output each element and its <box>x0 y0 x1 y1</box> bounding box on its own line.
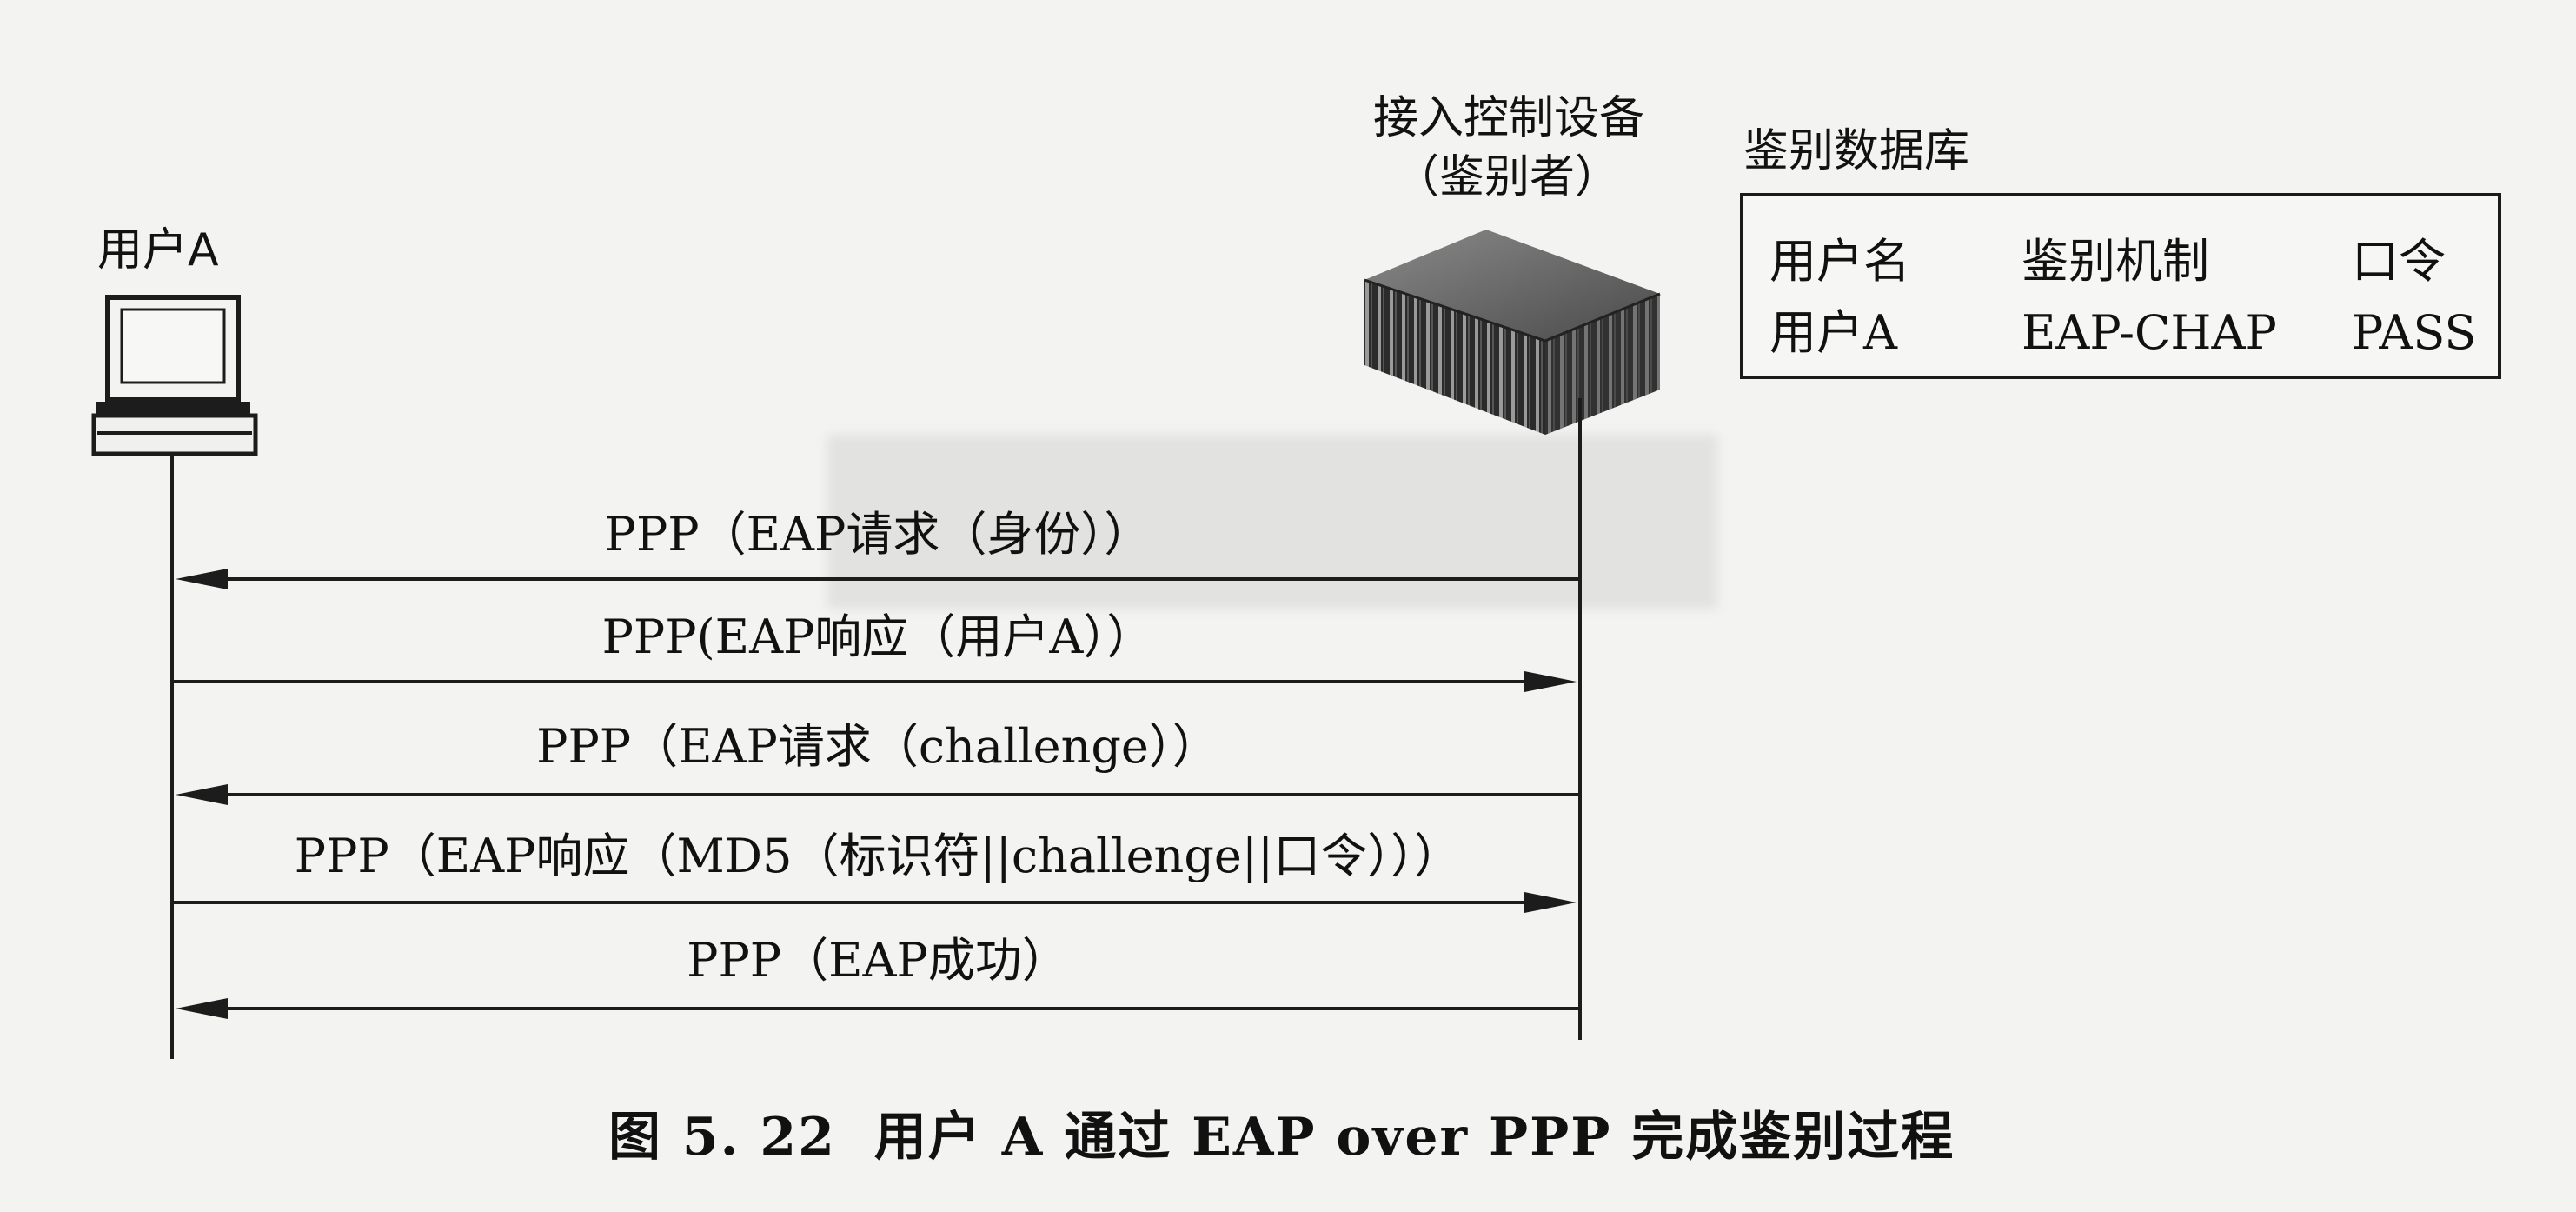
client-label: 用户A <box>97 224 219 276</box>
db-cell-mechanism: EAP-CHAP <box>2022 305 2277 360</box>
message-arrow-1 <box>176 569 1580 589</box>
message-label-2: PPP(EAP响应（用户A）） <box>601 609 1154 664</box>
message-label-3: PPP（EAP请求（challenge）） <box>536 719 1219 774</box>
db-cell-password: PASS <box>2352 305 2477 360</box>
message-label-4: PPP（EAP响应（MD5（标识符||challenge||口令））） <box>294 829 1462 883</box>
db-header-password: 口令 <box>2352 234 2446 289</box>
message-label-1: PPP（EAP请求（身份）） <box>604 507 1152 562</box>
db-cell-username: 用户A <box>1769 305 1897 360</box>
db-header-username: 用户名 <box>1769 234 1910 289</box>
database-title: 鉴别数据库 <box>1743 125 1970 177</box>
server-rack-icon <box>1364 230 1661 435</box>
computer-icon <box>91 295 258 456</box>
server-label-line2: （鉴别者） <box>1394 151 1621 203</box>
database-table: 用户名 鉴别机制 口令 用户A EAP-CHAP PASS <box>1740 193 2501 379</box>
message-label-5: PPP（EAP成功） <box>687 933 1069 988</box>
db-header-mechanism: 鉴别机制 <box>2022 234 2209 289</box>
figure-title: 用户 A 通过 EAP over PPP 完成鉴别过程 <box>873 1107 1955 1168</box>
message-arrow-4 <box>172 892 1577 913</box>
message-arrow-2 <box>172 671 1577 692</box>
message-arrow-3 <box>176 784 1580 805</box>
message-arrow-5 <box>176 998 1580 1019</box>
figure-number: 图 5. 22 <box>608 1107 836 1168</box>
server-label-line1: 接入控制设备 <box>1373 92 1645 144</box>
